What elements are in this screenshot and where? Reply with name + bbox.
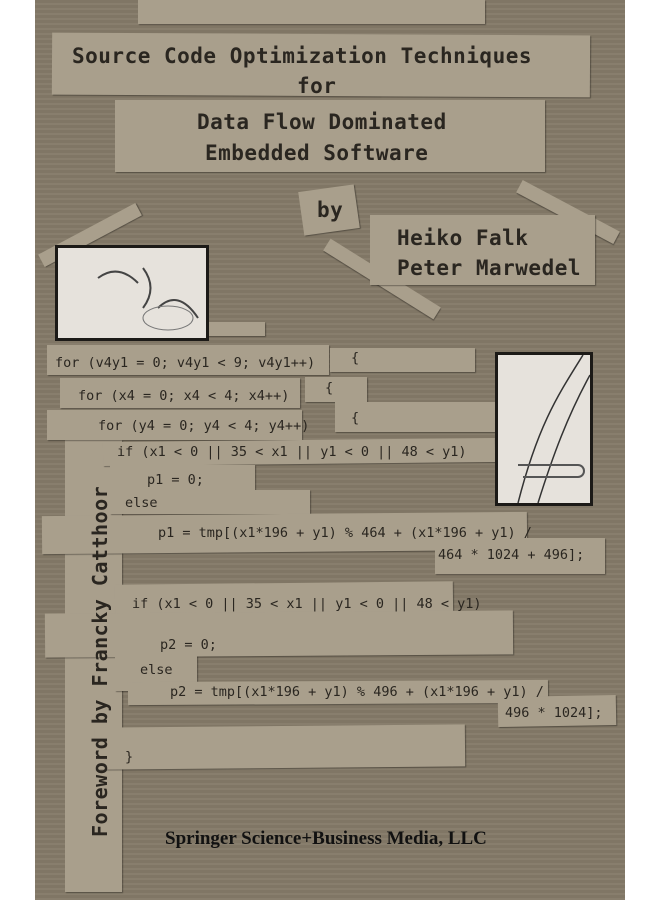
code-strip: [435, 538, 605, 574]
book-cover: Source Code Optimization Techniques for …: [35, 0, 625, 900]
title-line-2: for: [297, 74, 337, 98]
code-line: else: [140, 662, 173, 678]
code-line: for (y4 = 0; y4 < 4; y4++): [98, 418, 310, 434]
authors-strip: [370, 215, 595, 285]
code-strip: [330, 348, 475, 372]
code-strip: [94, 724, 466, 770]
code-strip: [110, 490, 310, 514]
code-line: {: [351, 410, 360, 426]
title-line-3: Data Flow Dominated: [197, 110, 447, 134]
code-line: {: [325, 380, 334, 396]
glasses-photo: [55, 245, 209, 341]
code-line: 496 * 1024];: [505, 705, 603, 721]
author-1: Heiko Falk: [397, 226, 529, 250]
code-line: for (v4y1 = 0; v4y1 < 9; v4y1++): [55, 355, 316, 371]
foreword-label: Foreword by Francky Catthoor: [88, 485, 112, 837]
code-line: p1 = tmp[(x1*196 + y1) % 464 + (x1*196 +…: [158, 525, 532, 541]
code-line: if (x1 < 0 || 35 < x1 || y1 < 0 || 48 < …: [132, 596, 482, 612]
code-line: else: [125, 495, 158, 511]
code-line: p2 = 0;: [160, 637, 217, 653]
code-strip: [44, 610, 514, 658]
code-strip: [110, 465, 255, 493]
publisher: Springer Science+Business Media, LLC: [165, 828, 487, 849]
code-line: for (x4 = 0; x4 < 4; x4++): [78, 388, 290, 404]
code-line: 464 * 1024 + 496];: [438, 547, 585, 563]
by-label: by: [317, 198, 344, 222]
author-2: Peter Marwedel: [397, 256, 582, 280]
paper-strip: [138, 0, 485, 24]
code-line: {: [351, 350, 360, 366]
title-line-1: Source Code Optimization Techniques: [72, 44, 533, 68]
code-strip: [47, 345, 329, 375]
title-line-4: Embedded Software: [205, 141, 429, 165]
code-strip: [60, 378, 300, 408]
subtitle-strip: [115, 100, 545, 172]
dna-photo: [495, 352, 593, 506]
dna-image: [517, 354, 591, 504]
code-strip: [305, 377, 367, 402]
code-line: if (x1 < 0 || 35 < x1 || y1 < 0 || 48 < …: [117, 444, 467, 460]
code-strip: [47, 410, 302, 440]
code-strip: [335, 402, 495, 432]
code-line: p2 = tmp[(x1*196 + y1) % 496 + (x1*196 +…: [170, 684, 544, 700]
code-line: p1 = 0;: [147, 472, 204, 488]
glasses-image: [97, 267, 199, 331]
code-line: }: [125, 749, 134, 765]
